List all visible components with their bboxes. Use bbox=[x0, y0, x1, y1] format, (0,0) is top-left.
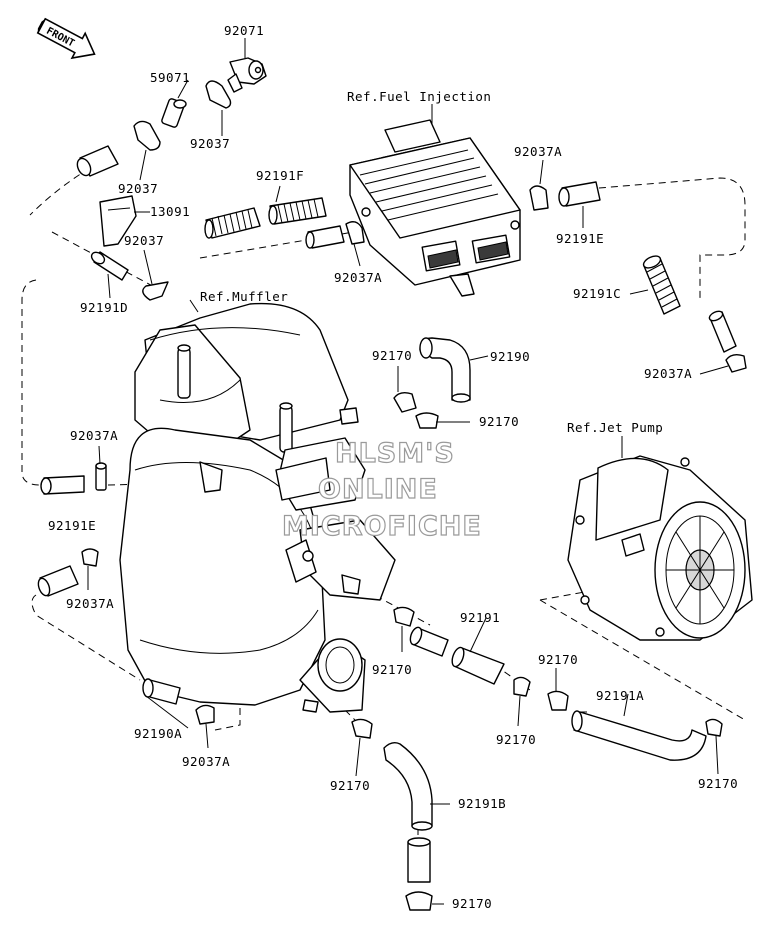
clamp-92037A-bottom bbox=[195, 704, 215, 725]
clamp-92170-h bbox=[405, 891, 433, 911]
clamp-92037A-leftlow bbox=[81, 548, 99, 567]
ref-muffler: Ref.Muffler bbox=[200, 289, 288, 304]
callout-92037A: 92037A bbox=[514, 144, 562, 159]
hose-corrugated-92191C bbox=[642, 255, 681, 315]
callout-92170: 92170 bbox=[452, 896, 492, 911]
hose-92191D bbox=[90, 251, 129, 281]
callout-92037A: 92037A bbox=[334, 270, 382, 285]
watermark-line-1: HLSM'S bbox=[335, 438, 455, 469]
clamp-92037A-right bbox=[725, 353, 747, 373]
callout-92191B: 92191B bbox=[458, 796, 506, 811]
callout-92037A: 92037A bbox=[70, 428, 118, 443]
hose-92191E-left bbox=[40, 475, 85, 495]
hose-right-small bbox=[708, 310, 737, 353]
hose-92191 bbox=[409, 626, 505, 685]
callout-92191: 92191 bbox=[460, 610, 500, 625]
clamp-92170-g bbox=[351, 718, 373, 739]
callout-92191A: 92191A bbox=[596, 688, 644, 703]
hose-corrugated-92191F bbox=[204, 197, 327, 239]
fitting-59071 bbox=[161, 98, 187, 128]
callout-13091: 13091 bbox=[150, 204, 190, 219]
callout-92190: 92190 bbox=[490, 349, 530, 364]
clamp-92037A-ecu bbox=[529, 185, 549, 211]
callout-92170: 92170 bbox=[698, 776, 738, 791]
clamp-92037-lower bbox=[142, 281, 169, 301]
callout-92170: 92170 bbox=[372, 662, 412, 677]
hose-small-center bbox=[305, 225, 345, 249]
ref-fuel-injection: Ref.Fuel Injection bbox=[347, 89, 491, 104]
callout-59071: 59071 bbox=[150, 70, 190, 85]
clamp-92037-mid bbox=[133, 120, 161, 151]
callout-92191F: 92191F bbox=[256, 168, 304, 183]
callout-92191C: 92191C bbox=[573, 286, 621, 301]
callout-92037: 92037 bbox=[190, 136, 230, 151]
hose-small-left bbox=[76, 145, 119, 177]
watermark-line-2: ONLINE bbox=[318, 474, 438, 505]
jet-pump bbox=[567, 455, 753, 641]
clamp-92170-c bbox=[393, 606, 415, 627]
hose-92191A bbox=[571, 710, 707, 761]
hose-92191E-top bbox=[558, 181, 601, 207]
leader-lines bbox=[87, 38, 729, 905]
ref-jet-pump: Ref.Jet Pump bbox=[567, 420, 663, 435]
callout-92071: 92071 bbox=[224, 23, 264, 38]
clamp-92170-e bbox=[547, 690, 569, 711]
clamp-92037-top bbox=[205, 80, 232, 109]
callout-92037: 92037 bbox=[124, 233, 164, 248]
callout-92170: 92170 bbox=[372, 348, 412, 363]
hose-bent-92191B bbox=[383, 741, 433, 883]
clamp-92170-a bbox=[393, 391, 417, 413]
fuel-injection-ecu bbox=[349, 119, 521, 297]
clamp-92170-d bbox=[513, 676, 531, 697]
callout-92170: 92170 bbox=[538, 652, 578, 667]
callout-92037: 92037 bbox=[118, 181, 158, 196]
sensor-92071 bbox=[227, 57, 267, 93]
fitting-13091 bbox=[99, 195, 137, 247]
callout-92037A: 92037A bbox=[182, 754, 230, 769]
callout-92170: 92170 bbox=[330, 778, 370, 793]
watermark-line-3: MICROFICHE bbox=[282, 511, 482, 542]
callout-92191E: 92191E bbox=[48, 518, 96, 533]
callout-92037A: 92037A bbox=[644, 366, 692, 381]
muffler-assembly bbox=[119, 302, 396, 713]
hose-lower-left bbox=[37, 565, 79, 597]
fitting-92037A-left bbox=[95, 462, 107, 491]
callout-92191D: 92191D bbox=[80, 300, 128, 315]
callout-92190A: 92190A bbox=[134, 726, 182, 741]
clamp-92170-b bbox=[415, 412, 439, 429]
callout-92191E: 92191E bbox=[556, 231, 604, 246]
clamp-92037A-center bbox=[345, 221, 365, 245]
callout-92170: 92170 bbox=[496, 732, 536, 747]
hose-bent-92190 bbox=[419, 337, 471, 403]
front-arrow-icon: FRONT bbox=[36, 17, 96, 60]
clamp-92170-f bbox=[705, 718, 723, 737]
callout-92170: 92170 bbox=[479, 414, 519, 429]
callout-92037A: 92037A bbox=[66, 596, 114, 611]
